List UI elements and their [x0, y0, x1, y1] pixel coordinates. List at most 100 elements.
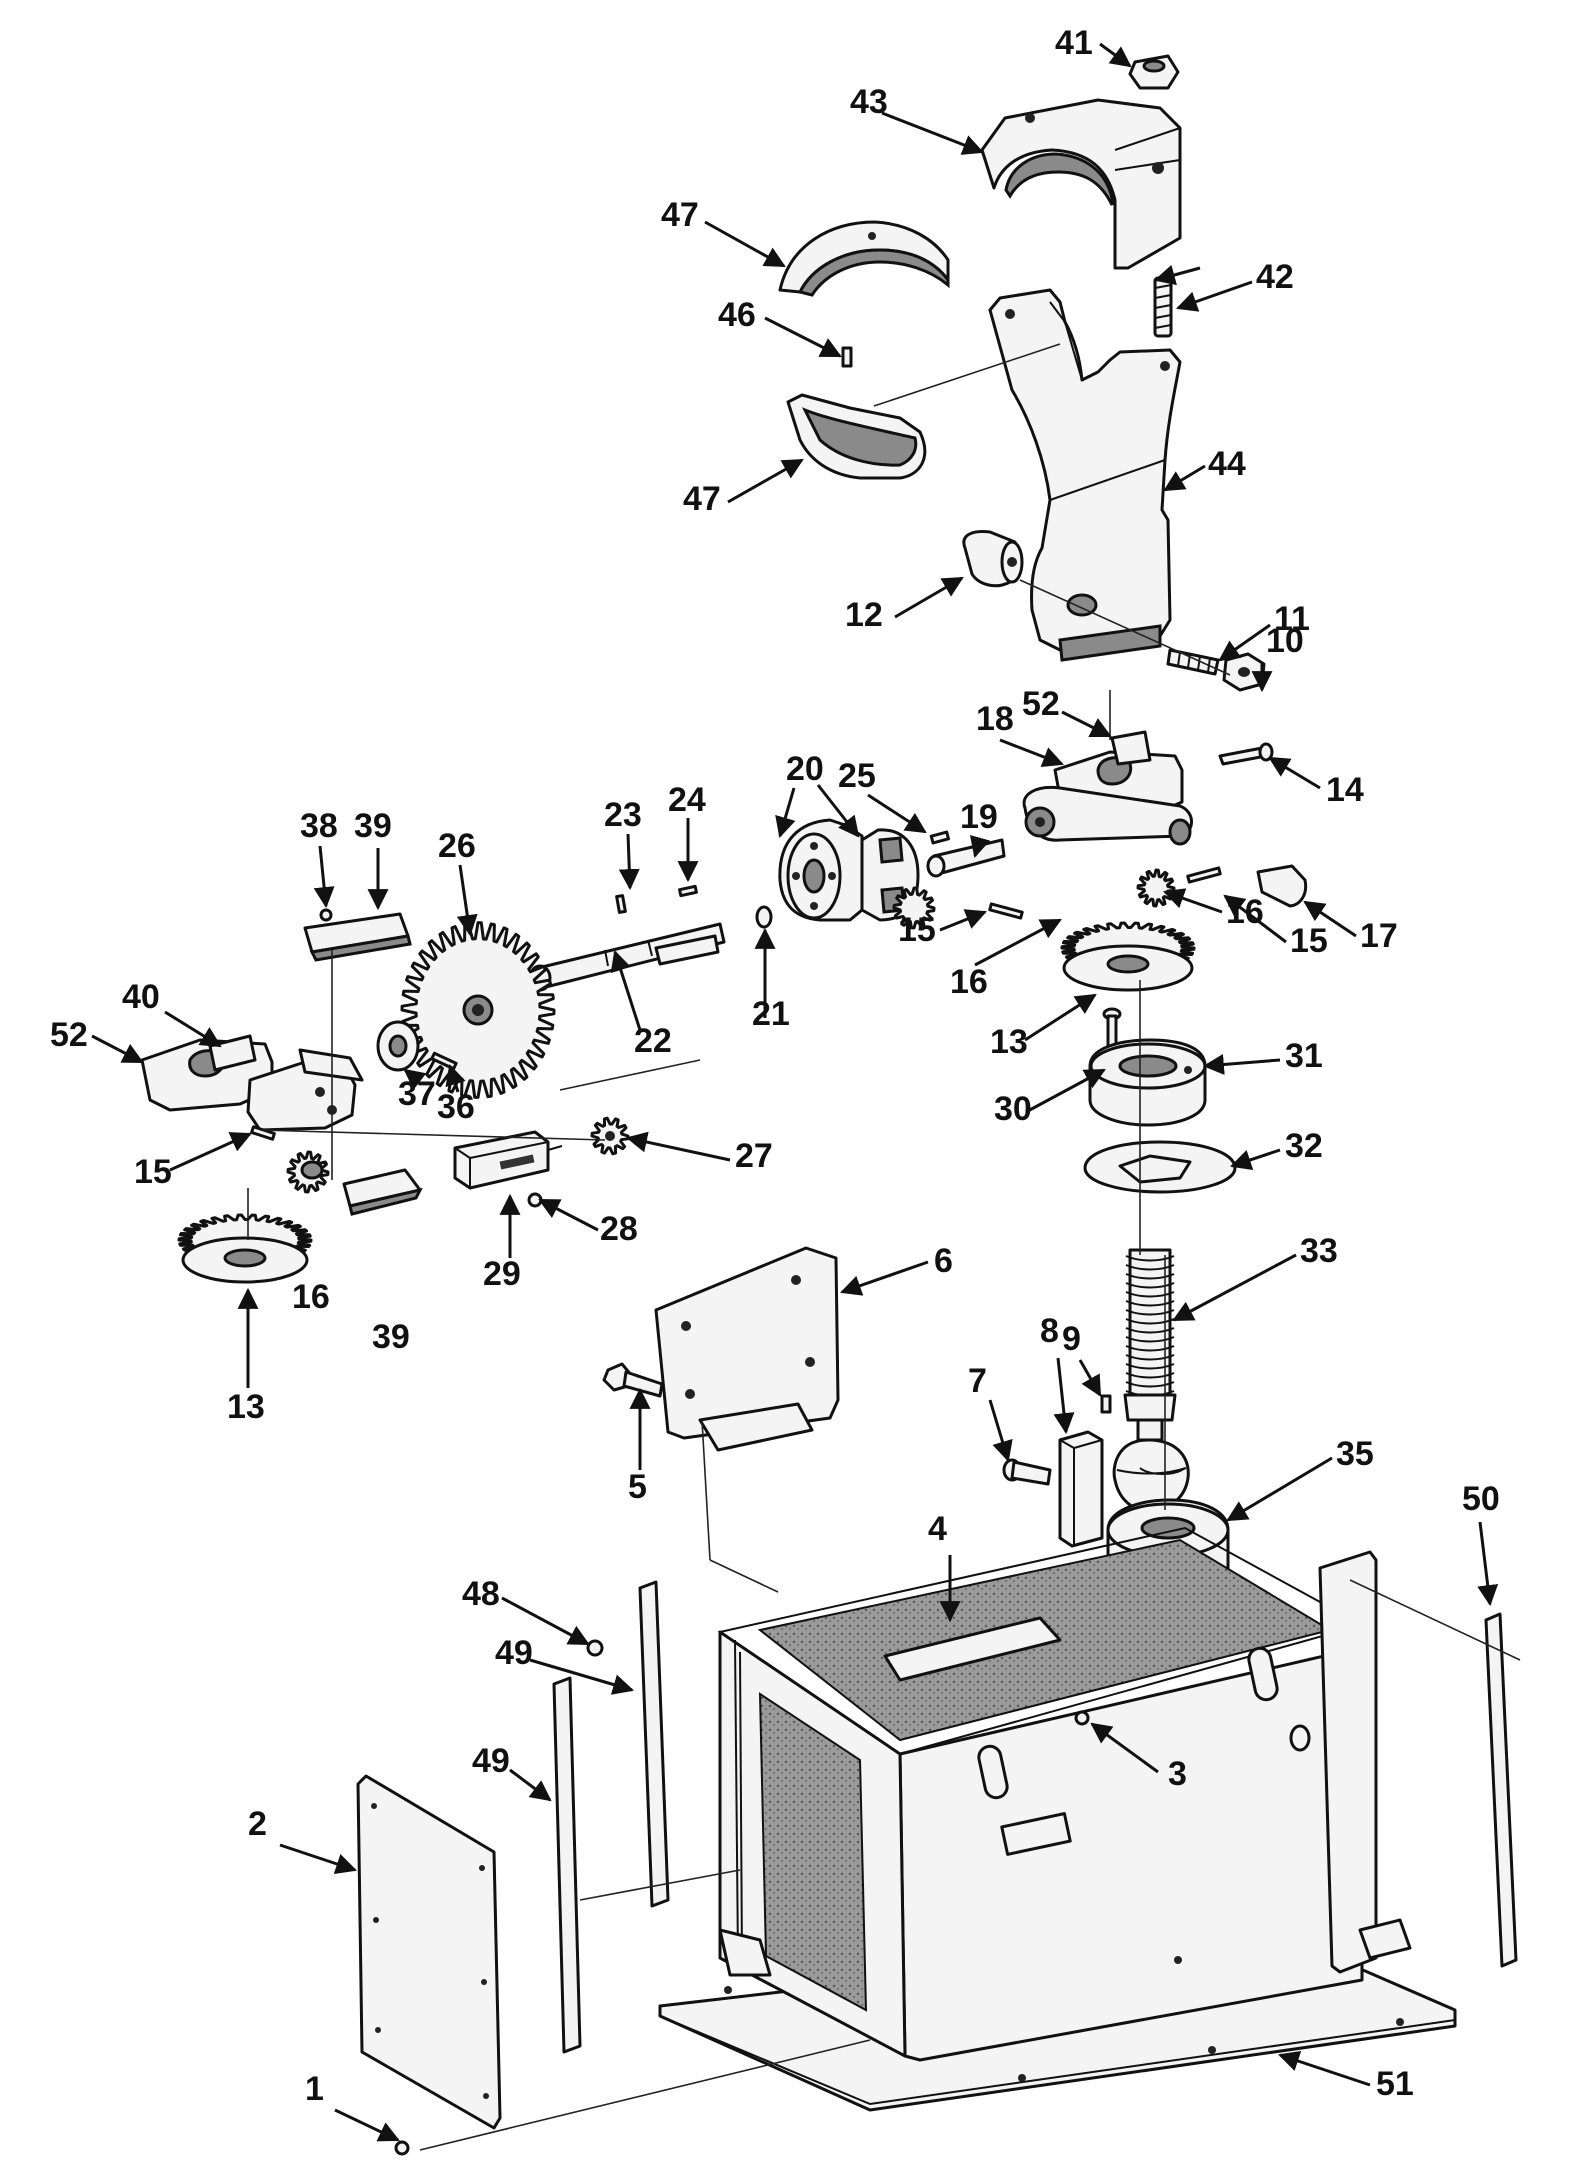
part-43-bearing-cap — [980, 98, 1182, 270]
callout-22: 22 — [634, 1022, 672, 1060]
part-15-pin-center — [988, 902, 1024, 920]
callout-19: 19 — [960, 798, 998, 836]
callout-24: 24 — [668, 781, 706, 819]
callout-11: 11 — [1274, 600, 1310, 638]
part-19-shaft — [926, 838, 1006, 878]
callout-52-left: 52 — [50, 1016, 88, 1054]
part-33-lead-screw — [1112, 1248, 1190, 1514]
part-14-bolt — [1218, 742, 1274, 766]
callout-35: 35 — [1336, 1435, 1374, 1473]
callout-4: 4 — [928, 1510, 947, 1548]
part-23-key — [615, 894, 627, 914]
callout-15-left: 15 — [134, 1153, 172, 1191]
part-41-nut — [1128, 54, 1180, 90]
part-39-upper-guide — [303, 912, 412, 962]
assembly-centerlines — [247, 343, 1521, 2151]
callout-36: 36 — [437, 1088, 475, 1126]
callout-15-right: 15 — [1290, 922, 1328, 960]
callout-26: 26 — [438, 827, 476, 865]
callout-39-bottom: 39 — [372, 1318, 410, 1356]
part-18-clevis-block — [1022, 730, 1193, 846]
part-3-screw — [1074, 1710, 1090, 1726]
callout-20: 20 — [786, 750, 824, 788]
callout-50: 50 — [1462, 1480, 1500, 1518]
part-50-strip — [1484, 1612, 1518, 1968]
part-15-pin-right — [1186, 866, 1222, 884]
part-28-screw — [527, 1192, 543, 1208]
callout-14: 14 — [1326, 771, 1364, 809]
callout-31: 31 — [1285, 1037, 1323, 1075]
part-38-screw — [319, 908, 333, 922]
callout-3: 3 — [1168, 1755, 1187, 1793]
callout-39-top: 39 — [354, 807, 392, 845]
callout-33: 33 — [1300, 1232, 1338, 1270]
part-46-pin — [841, 346, 853, 368]
part-47-lower-bearing-shell — [786, 393, 927, 480]
callout-13-right: 13 — [990, 1023, 1028, 1061]
callout-2: 2 — [248, 1805, 267, 1843]
part-22-shaft — [528, 922, 726, 992]
callout-labels: 1 2 3 4 5 6 7 8 9 10 11 12 13 13 14 15 1… — [50, 24, 1500, 2108]
part-11-bolt — [1166, 648, 1220, 676]
part-26-sprocket — [400, 921, 556, 1099]
callout-47-top: 47 — [661, 196, 699, 234]
part-44-arm — [988, 288, 1182, 662]
callout-49-bottom: 49 — [472, 1742, 510, 1780]
callout-16-right: 16 — [1226, 893, 1264, 931]
part-21-ring — [755, 905, 773, 929]
part-49-strip-front — [552, 1676, 582, 2054]
part-51-base-housing — [658, 1526, 1457, 2112]
part-16-pinion-right — [1136, 868, 1176, 908]
part-8-post — [1058, 1430, 1104, 1548]
part-13-bevel-gear-left — [177, 1213, 313, 1284]
part-10-nut — [1222, 652, 1266, 692]
part-31-ring — [1088, 1038, 1207, 1127]
part-47-upper-bearing-shell — [778, 220, 950, 297]
part-2-side-panel — [356, 1774, 502, 2130]
part-13-bevel-gear-right — [1060, 921, 1196, 992]
callout-30: 30 — [994, 1090, 1032, 1128]
callout-38: 38 — [300, 807, 338, 845]
callout-10: 10 — [1266, 622, 1304, 660]
part-9-key — [1100, 1394, 1112, 1414]
callout-9: 9 — [1062, 1320, 1081, 1358]
callout-42: 42 — [1256, 258, 1294, 296]
callout-12: 12 — [845, 596, 883, 634]
callout-6: 6 — [934, 1242, 953, 1280]
part-42-stud — [1153, 276, 1173, 338]
part-24-key — [678, 884, 698, 898]
part-29-counter — [453, 1130, 563, 1190]
callout-51: 51 — [1376, 2065, 1414, 2103]
callout-52-right: 52 — [1022, 685, 1060, 723]
callout-46: 46 — [718, 296, 756, 334]
callout-16-left: 16 — [292, 1278, 330, 1316]
callout-17: 17 — [1360, 917, 1398, 955]
part-25-key — [929, 830, 951, 845]
callout-1: 1 — [305, 2070, 324, 2108]
part-12-roller — [962, 530, 1024, 588]
callout-28: 28 — [600, 1210, 638, 1248]
callout-29: 29 — [483, 1255, 521, 1293]
callout-49-top: 49 — [495, 1634, 533, 1672]
part-1-screw — [394, 2140, 410, 2156]
callout-5: 5 — [628, 1468, 647, 1506]
callout-37: 37 — [398, 1075, 436, 1113]
callout-21: 21 — [752, 995, 790, 1033]
part-37-collar — [376, 1020, 420, 1072]
callout-18: 18 — [976, 700, 1014, 738]
callout-8: 8 — [1040, 1312, 1059, 1350]
callout-15-center: 15 — [898, 911, 936, 949]
part-32-washer — [1083, 1140, 1237, 1194]
callout-25: 25 — [838, 757, 876, 795]
callout-48: 48 — [462, 1575, 500, 1613]
callout-43: 43 — [850, 83, 888, 121]
callout-13-left: 13 — [227, 1388, 265, 1426]
callout-47-bottom: 47 — [683, 480, 721, 518]
callout-23: 23 — [604, 796, 642, 834]
callout-40: 40 — [122, 978, 160, 1016]
callout-7: 7 — [968, 1362, 987, 1400]
part-40-clevis-left — [140, 1034, 364, 1132]
callout-32: 32 — [1285, 1127, 1323, 1165]
